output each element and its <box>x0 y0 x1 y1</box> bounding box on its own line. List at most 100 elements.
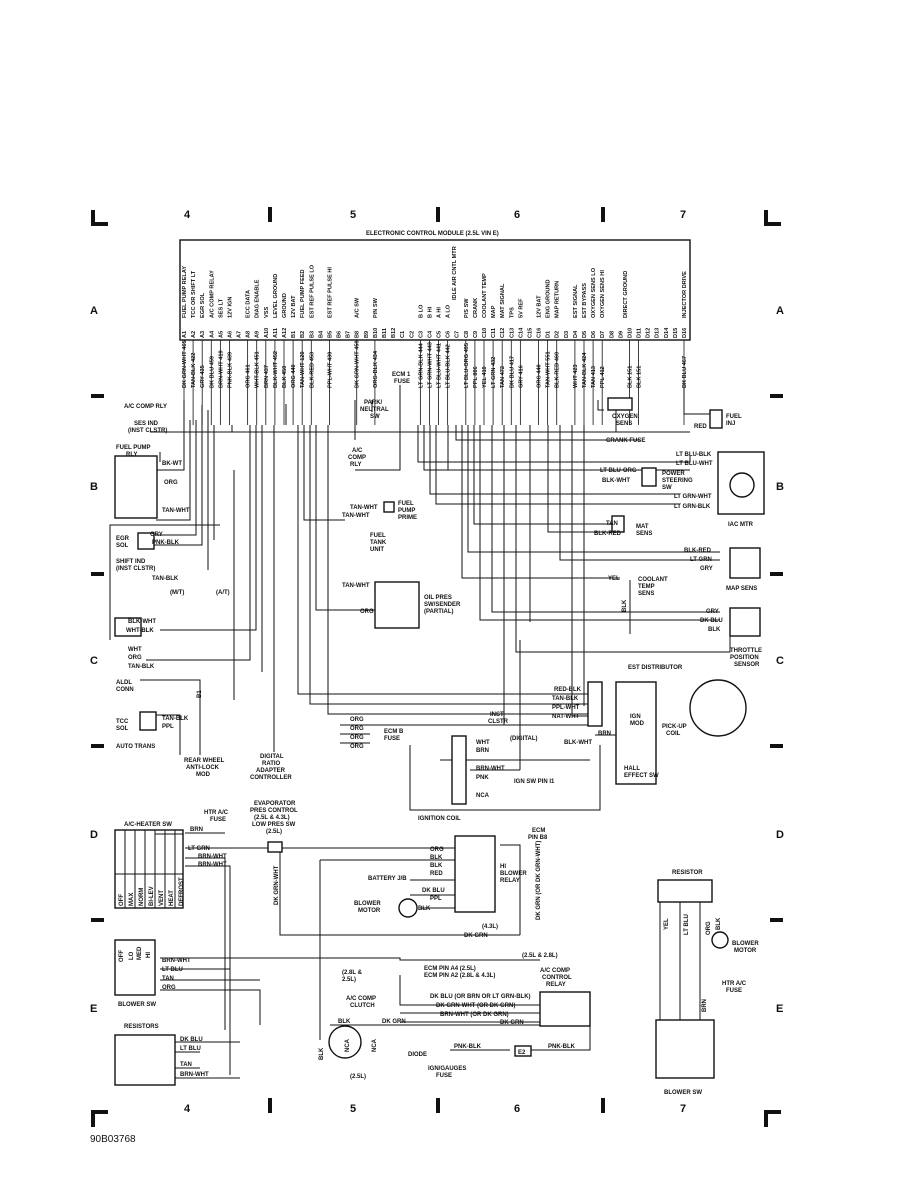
ecm-pin-wire: PPL-WHT 430 <box>327 352 333 388</box>
ecm-pin-wire: TAN 413 <box>591 366 597 388</box>
registration-marks <box>91 207 783 1127</box>
lbl-dk-blu-relay: DK BLU <box>422 888 445 894</box>
lbl-fuel-pump-rly: FUEL PUMP <box>116 445 151 451</box>
lbl-blk-wht-ps: BLK-WHT <box>602 478 630 484</box>
lbl-ac-heater-sw: A/C-HEATER SW <box>124 822 172 828</box>
lbl-fuel-tank-3: UNIT <box>370 547 384 553</box>
grid-row-c-right: C <box>776 655 784 667</box>
ecm-pin-function: EST REF PULSE LO <box>309 264 315 318</box>
right-resistor-box <box>657 879 713 903</box>
lbl-coolant-temp-2: TEMP <box>638 584 655 590</box>
ecm-pin-function: LEVEL GROUND <box>273 274 279 318</box>
ecm-pin-wire: DK BLU 459 <box>209 356 215 388</box>
ecm-pin-function: FUEL PUMP FEED <box>300 269 306 318</box>
lbl-tcc-sub: SOL <box>116 726 129 732</box>
lbl-brn-wht-ach-2: BRN-WHT <box>198 862 227 868</box>
lbl-blower-med: MED <box>137 946 143 960</box>
ecm-pin-number: B4 <box>318 330 324 338</box>
lbl-fuel-inj-2: INJ <box>726 421 735 427</box>
lbl-lt-blu-res: LT BLU <box>180 1046 201 1052</box>
grid-col-6-bottom: 6 <box>514 1103 520 1115</box>
ecm-pin-wire: BLK-RED 453 <box>309 352 315 388</box>
lbl-25l: (2.5L) <box>350 1074 366 1080</box>
ecm-pin-wire: WHT-BLK 451 <box>255 351 261 388</box>
lbl-dk-grn-mid: DK GRN <box>464 933 488 939</box>
ecm-pin-wire: ORG 461 <box>246 364 252 388</box>
lbl-ac-comp-ctrl: A/C COMP <box>540 968 570 974</box>
ecm-pin-function: OXYGEN SENS LO <box>591 267 597 318</box>
lbl-ac: A/C <box>352 448 363 454</box>
lbl-pickup-coil-2: COIL <box>666 731 681 737</box>
lbl-blk-gnd: BLK <box>319 1047 325 1060</box>
ecm-pin-number: D3 <box>564 331 570 338</box>
lbl-tcc: TCC <box>116 719 129 725</box>
lbl-est-distributor: EST DISTRIBUTOR <box>628 665 683 671</box>
ecm-pin-number: B1 <box>291 331 297 338</box>
lbl-ecm-pin-a4: ECM PIN A4 (2.5L) <box>424 966 476 972</box>
lbl-digital: (DIGITAL) <box>510 736 538 742</box>
ecm-pin-wire: DK GRN-WHT 459 <box>355 340 361 388</box>
ecm-pin-function: ECC DATA <box>246 290 252 318</box>
ecm-pin-wire: BLK-RED 469 <box>555 352 561 388</box>
grid-col-7-bottom: 7 <box>680 1103 686 1115</box>
lbl-lt-blu-wht: LT BLU-WHT <box>676 461 713 467</box>
lbl-digital-ratio: DIGITAL <box>260 754 284 760</box>
lbl-lt-blu-bsw: LT BLU <box>162 967 183 973</box>
ecm-pin-wire: PNK-BLK 439 <box>227 352 233 388</box>
lbl-oil-pres-2: SW/SENDER <box>424 602 461 608</box>
ecm-pin-wire: TAN-WHT 551 <box>546 351 552 388</box>
ac-heater-sw-box <box>114 829 184 909</box>
ecm-pin-number: A11 <box>273 328 279 338</box>
lbl-tan-blk-tcc: TAN-BLK <box>162 716 189 722</box>
lbl-brn-dist: BRN <box>598 731 611 737</box>
ecm-pin-number: D13 <box>655 328 661 338</box>
blower-motor <box>398 898 418 918</box>
lbl-hi-blower-2: BLOWER <box>500 871 527 877</box>
ecm-pin-number: A1 <box>182 331 188 338</box>
lbl-ecm1-fuse-sub: FUSE <box>394 379 410 385</box>
lbl-lt-blu-r: LT BLU <box>684 914 690 935</box>
ecm-pin-function: A/C COMP RELAY <box>209 270 215 318</box>
lbl-blower-motor: BLOWER <box>354 901 381 907</box>
grid-labels: 4 5 6 7 4 5 6 7 A B C D E A B C D E <box>90 209 784 1115</box>
ecm-pin-number: A4 <box>209 330 215 338</box>
evap-pres-sw-box <box>267 841 283 853</box>
ecm-pin-wire: YEL 410 <box>482 366 488 388</box>
lbl-park-neutral: PARK/ <box>364 400 383 406</box>
iac-motor-rotor <box>729 472 755 498</box>
lbl-power-steering-2: STEERING <box>662 478 693 484</box>
lbl-oil-pres: OIL PRES <box>424 595 452 601</box>
lbl-b1: B1 <box>197 690 203 698</box>
ac-heater-mode-label: VENT <box>159 890 165 906</box>
ecm-pin-number: D12 <box>646 328 652 338</box>
ecm-pin-number: B5 <box>327 331 333 338</box>
lbl-28-25: (2.8L & <box>342 970 363 976</box>
ecm-pin-wire: LT GRN-WHT 443 <box>427 342 433 388</box>
lbl-tan-blk-shift: TAN-BLK <box>152 576 179 582</box>
lbl-dk-blu-or: DK BLU (OR BRN OR LT GRN-BLK) <box>430 994 531 1000</box>
lbl-blk-wht-aldl: BLK-WHT <box>128 619 156 625</box>
lbl-gry-map: GRY <box>700 566 713 572</box>
lbl-dk-blu-res: DK BLU <box>180 1037 203 1043</box>
ecm-pin-function: P/N SW <box>373 297 379 318</box>
ecm-pin-number: C8 <box>464 331 470 338</box>
ecm-pin-wire: LT BLU-ORG 495 <box>464 343 470 388</box>
ecm-pin-number: C9 <box>473 331 479 338</box>
fuel-pump-prime-box <box>383 501 395 513</box>
lbl-ign-gauges: IGN/GAUGES <box>428 1066 466 1072</box>
ecm-pin-function: TPS <box>509 307 515 318</box>
lbl-pickup-coil: PICK-UP <box>662 724 687 730</box>
ac-comp-control-relay-box <box>539 991 591 1027</box>
lbl-dk-grn-wht-evap: DK GRN-WHT <box>274 865 280 905</box>
lbl-fuel-inj: FUEL <box>726 414 742 420</box>
lbl-org-b2: ORG <box>350 726 364 732</box>
ecm-pin-wire: BLK-WHT 452 <box>273 351 279 388</box>
lbl-brn-r: BRN <box>702 999 708 1012</box>
ac-heater-mode-label: NORM <box>139 888 145 906</box>
labels: A/C COMP RLY SES IND (INST CLSTR) FUEL P… <box>116 372 762 1096</box>
lbl-lt-blu-org: LT BLU-ORG <box>600 468 637 474</box>
lbl-mat-sens: MAT <box>636 524 649 530</box>
ac-comp-clutch <box>328 1025 362 1059</box>
lbl-pnk-blk-fuse: PNK-BLK <box>454 1044 482 1050</box>
